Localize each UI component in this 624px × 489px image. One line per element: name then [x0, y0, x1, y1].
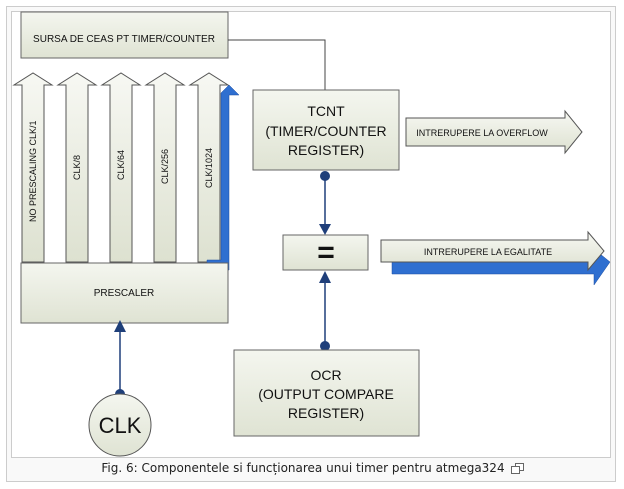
clk1024-label: CLK/1024 — [204, 148, 214, 188]
prescaler-label: PRESCALER — [94, 288, 155, 299]
ocr-box: OCR (OUTPUT COMPARE REGISTER) — [233, 349, 420, 437]
prescaler-output-clk64: CLK/64 — [100, 72, 142, 263]
equality-interrupt-label: INTRERUPERE LA EGALITATE — [424, 247, 552, 257]
figure-caption: Fig. 6: Componentele si funcționarea unu… — [0, 461, 624, 475]
clk1-label: NO PRESCALING CLK/1 — [28, 120, 38, 222]
clk256-label: CLK/256 — [160, 149, 170, 184]
clk8-label: CLK/8 — [72, 155, 82, 180]
equality-interrupt-arrow: INTRERUPERE LA EGALITATE — [380, 230, 611, 286]
ocr-line-1: OCR — [310, 367, 341, 383]
enlarge-icon[interactable] — [510, 463, 524, 474]
ocr-line-3: REGISTER) — [288, 405, 364, 421]
prescaler-output-clk8: CLK/8 — [56, 72, 98, 263]
clk-source: CLK — [88, 393, 152, 457]
prescaler-output-clk1024: CLK/1024 — [188, 72, 230, 263]
comparator-box: = — [282, 234, 369, 271]
prescaler-outputs: NO PRESCALING CLK/1 CLK/8 CLK/64 CLK/256… — [12, 72, 230, 263]
clk64-label: CLK/64 — [116, 150, 126, 180]
ocr-line-2: (OUTPUT COMPARE — [258, 386, 394, 402]
clk-label: CLK — [99, 413, 142, 438]
prescaler-box: PRESCALER — [20, 262, 229, 324]
overflow-interrupt-arrow: INTRERUPERE LA OVERFLOW — [405, 109, 583, 155]
tcnt-line-1: TCNT — [307, 103, 345, 119]
caption-text: Fig. 6: Componentele si funcționarea unu… — [101, 461, 505, 475]
ocr-to-comparator-arrow — [319, 271, 331, 351]
tcnt-box: TCNT (TIMER/COUNTER REGISTER) — [252, 89, 400, 171]
prescaler-output-clk256: CLK/256 — [144, 72, 186, 263]
clock-source-label: SURSA DE CEAS PT TIMER/COUNTER — [33, 34, 215, 45]
tcnt-line-2: (TIMER/COUNTER — [265, 123, 386, 139]
clk-to-prescaler-arrow — [114, 320, 126, 399]
source-to-tcnt-line — [228, 39, 326, 90]
prescaler-output-clk1: NO PRESCALING CLK/1 — [12, 72, 54, 263]
clock-source-box: SURSA DE CEAS PT TIMER/COUNTER — [20, 11, 229, 59]
compare-symbol: = — [317, 236, 335, 269]
selected-output-highlight — [206, 84, 240, 271]
overflow-interrupt-label: INTRERUPERE LA OVERFLOW — [416, 128, 548, 138]
tcnt-to-comparator-arrow — [319, 171, 331, 235]
tcnt-line-3: REGISTER) — [288, 142, 364, 158]
